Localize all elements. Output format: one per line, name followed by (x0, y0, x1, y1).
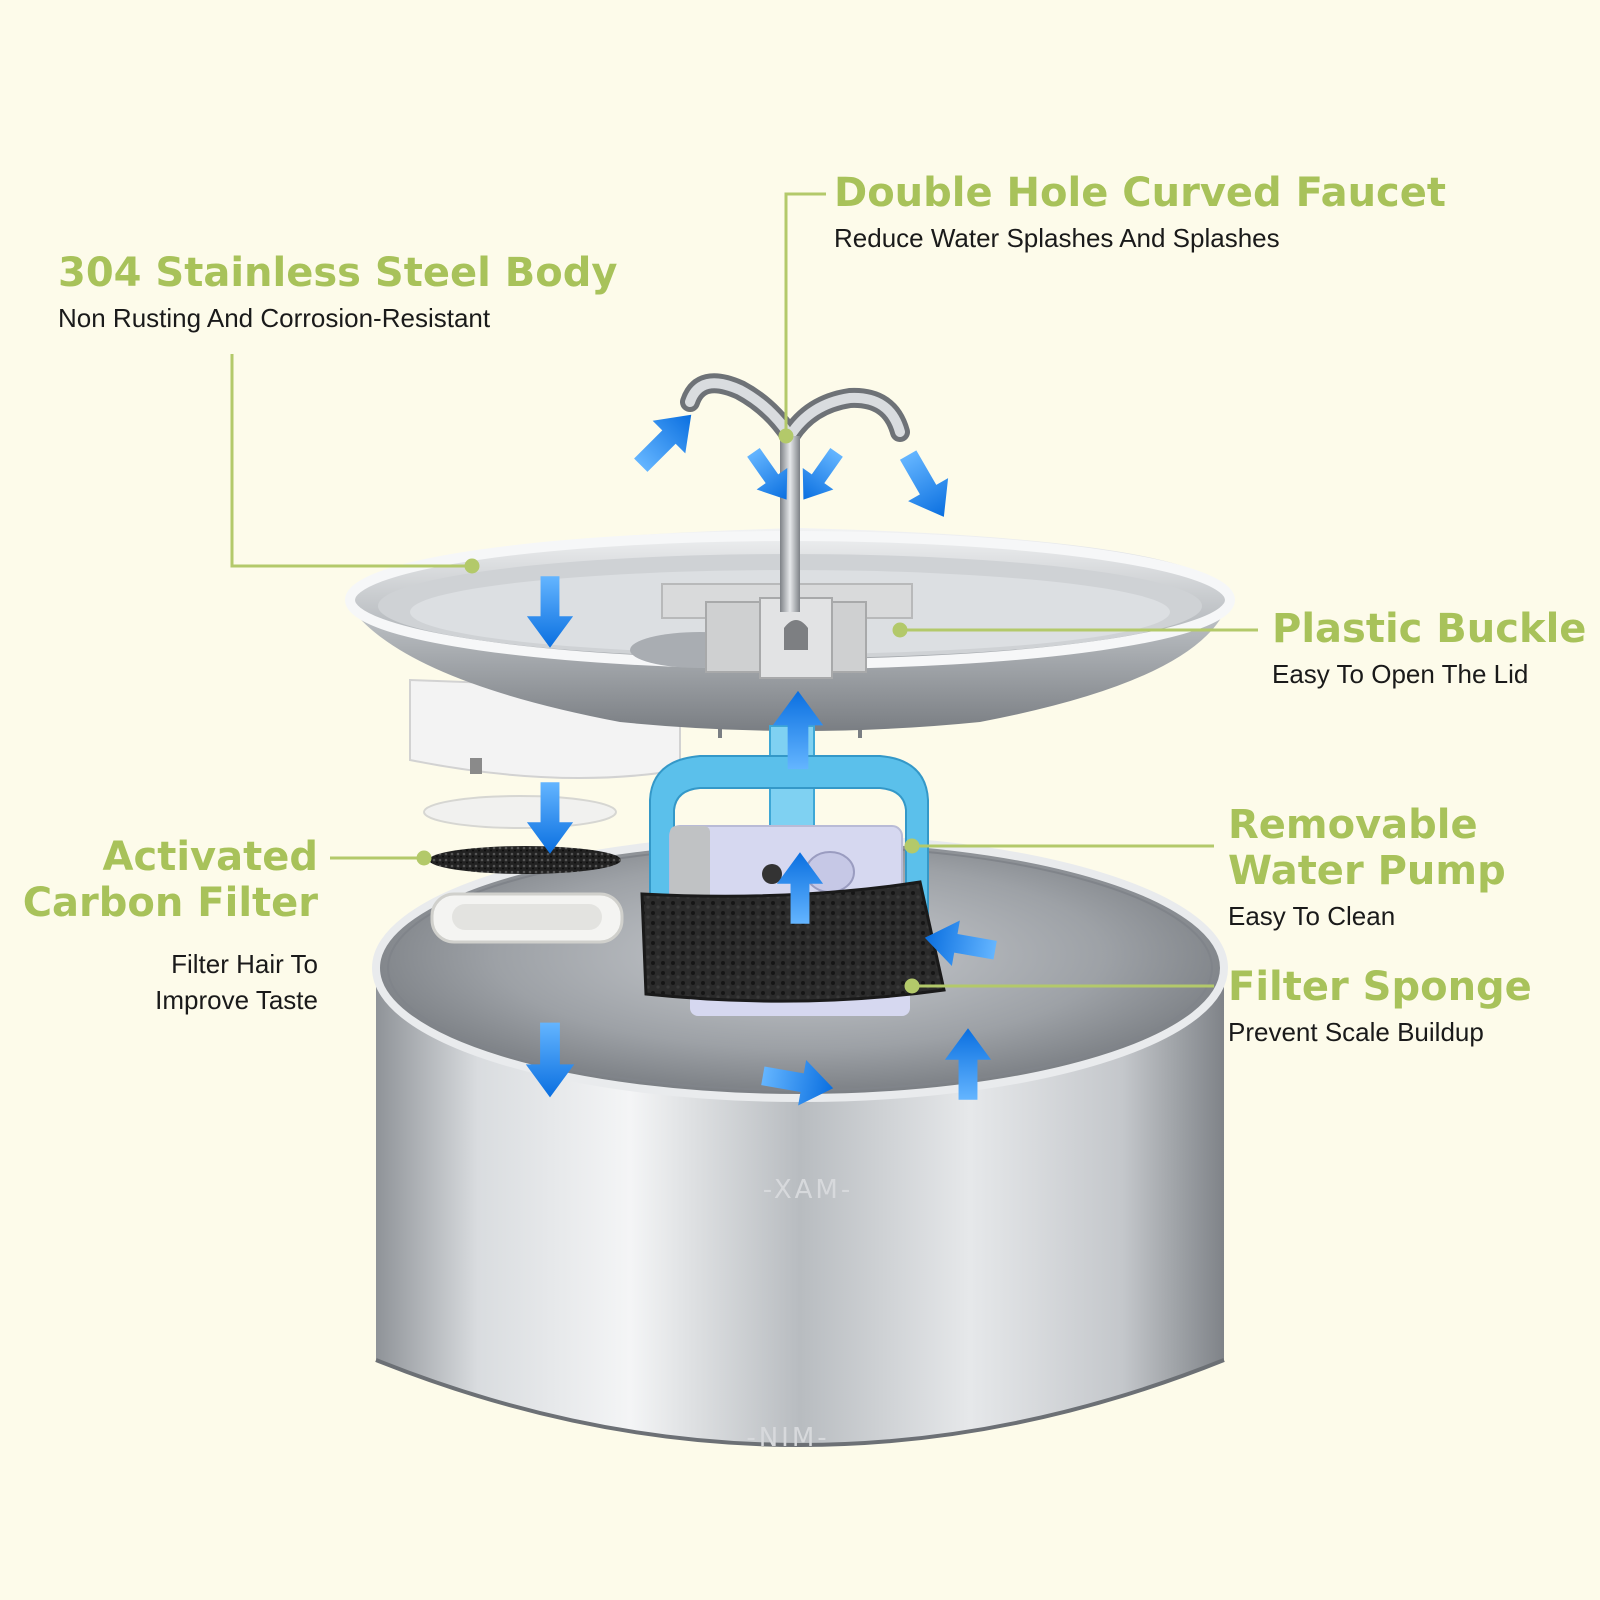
callout-carbon: Activated Carbon Filter Filter Hair To I… (23, 834, 318, 1018)
callout-carbon-title-line1: Activated (102, 834, 318, 880)
callout-faucet-title: Double Hole Curved Faucet (834, 170, 1447, 216)
white-filter-pad (423, 795, 617, 829)
leader-body (230, 354, 472, 568)
min-marking: -NIM- (746, 1423, 829, 1453)
flow-arrow-icon (624, 398, 708, 482)
callout-buckle: Plastic Buckle Easy To Open The Lid (1272, 606, 1586, 692)
callout-carbon-title-line2: Carbon Filter (22, 880, 318, 926)
callout-pump-subtitle: Easy To Clean (1228, 901, 1396, 931)
leader-lines (230, 192, 1258, 994)
filter-sponge (640, 880, 946, 1003)
max-marking: -XAM- (763, 1175, 854, 1205)
callout-pump-title-line2: Water Pump (1228, 848, 1506, 894)
callout-faucet-subtitle: Reduce Water Splashes And Splashes (834, 223, 1280, 253)
callout-body-title: 304 Stainless Steel Body (58, 250, 618, 296)
callout-pump-title-line1: Removable (1228, 802, 1478, 848)
callout-carbon-subtitle-line1: Filter Hair To (171, 949, 318, 979)
filter-stack (423, 795, 624, 944)
carbon-filter-pad (429, 846, 621, 874)
callout-pump: Removable Water Pump Easy To Clean (1228, 802, 1506, 934)
callout-sponge-subtitle: Prevent Scale Buildup (1228, 1017, 1484, 1047)
callout-body: 304 Stainless Steel Body Non Rusting And… (58, 250, 617, 336)
callout-buckle-subtitle: Easy To Open The Lid (1272, 659, 1529, 689)
callout-carbon-subtitle-line2: Improve Taste (155, 985, 318, 1015)
callout-buckle-title: Plastic Buckle (1272, 606, 1587, 652)
callout-faucet: Double Hole Curved Faucet Reduce Water S… (834, 170, 1446, 256)
flow-arrow-icon (888, 443, 964, 529)
leader-faucet (784, 192, 826, 436)
callout-body-subtitle: Non Rusting And Corrosion-Resistant (58, 303, 491, 333)
callout-sponge-title: Filter Sponge (1228, 964, 1532, 1010)
callout-sponge: Filter Sponge Prevent Scale Buildup (1228, 964, 1532, 1050)
